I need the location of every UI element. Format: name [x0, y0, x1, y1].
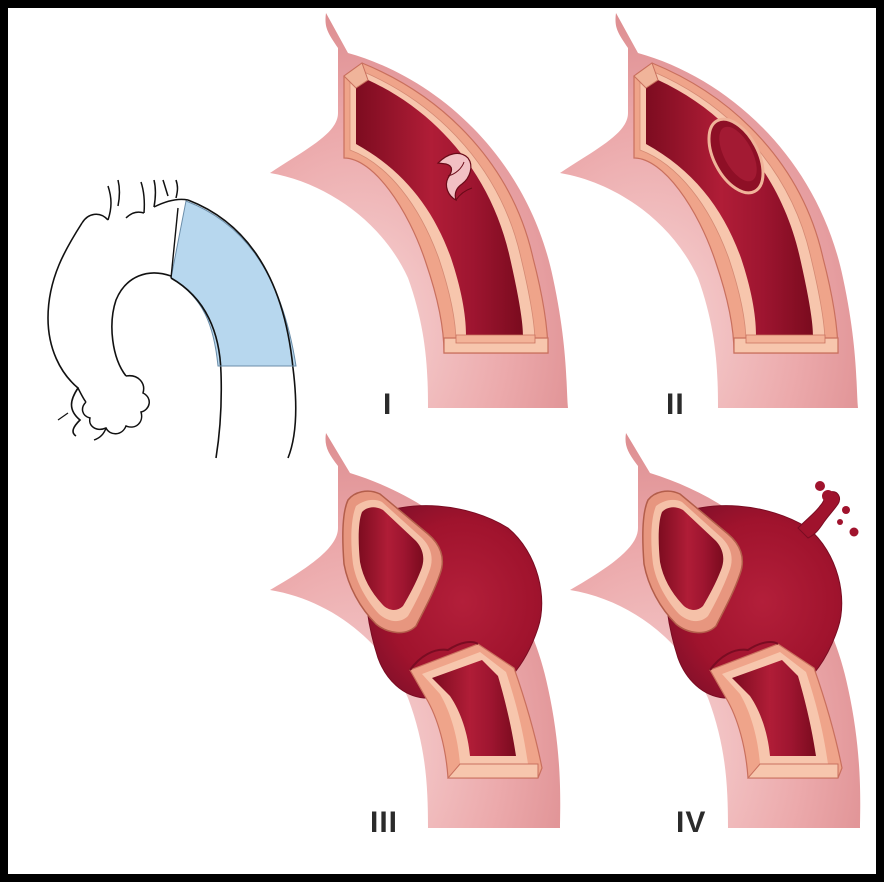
stage-label-1: I: [383, 390, 392, 420]
stage-4-illustration: [570, 433, 860, 828]
stage-label-3: III: [370, 808, 398, 838]
diagram-canvas: I II III IV: [8, 8, 876, 874]
aorta-schematic: [48, 180, 296, 458]
stage-label-4: IV: [676, 808, 706, 838]
stage-2-illustration: [560, 13, 858, 408]
aortic-injury-diagram: [8, 8, 876, 874]
stage-3-illustration: [270, 433, 560, 828]
stage-1-illustration: [270, 13, 568, 408]
stage-label-2: II: [666, 390, 685, 420]
